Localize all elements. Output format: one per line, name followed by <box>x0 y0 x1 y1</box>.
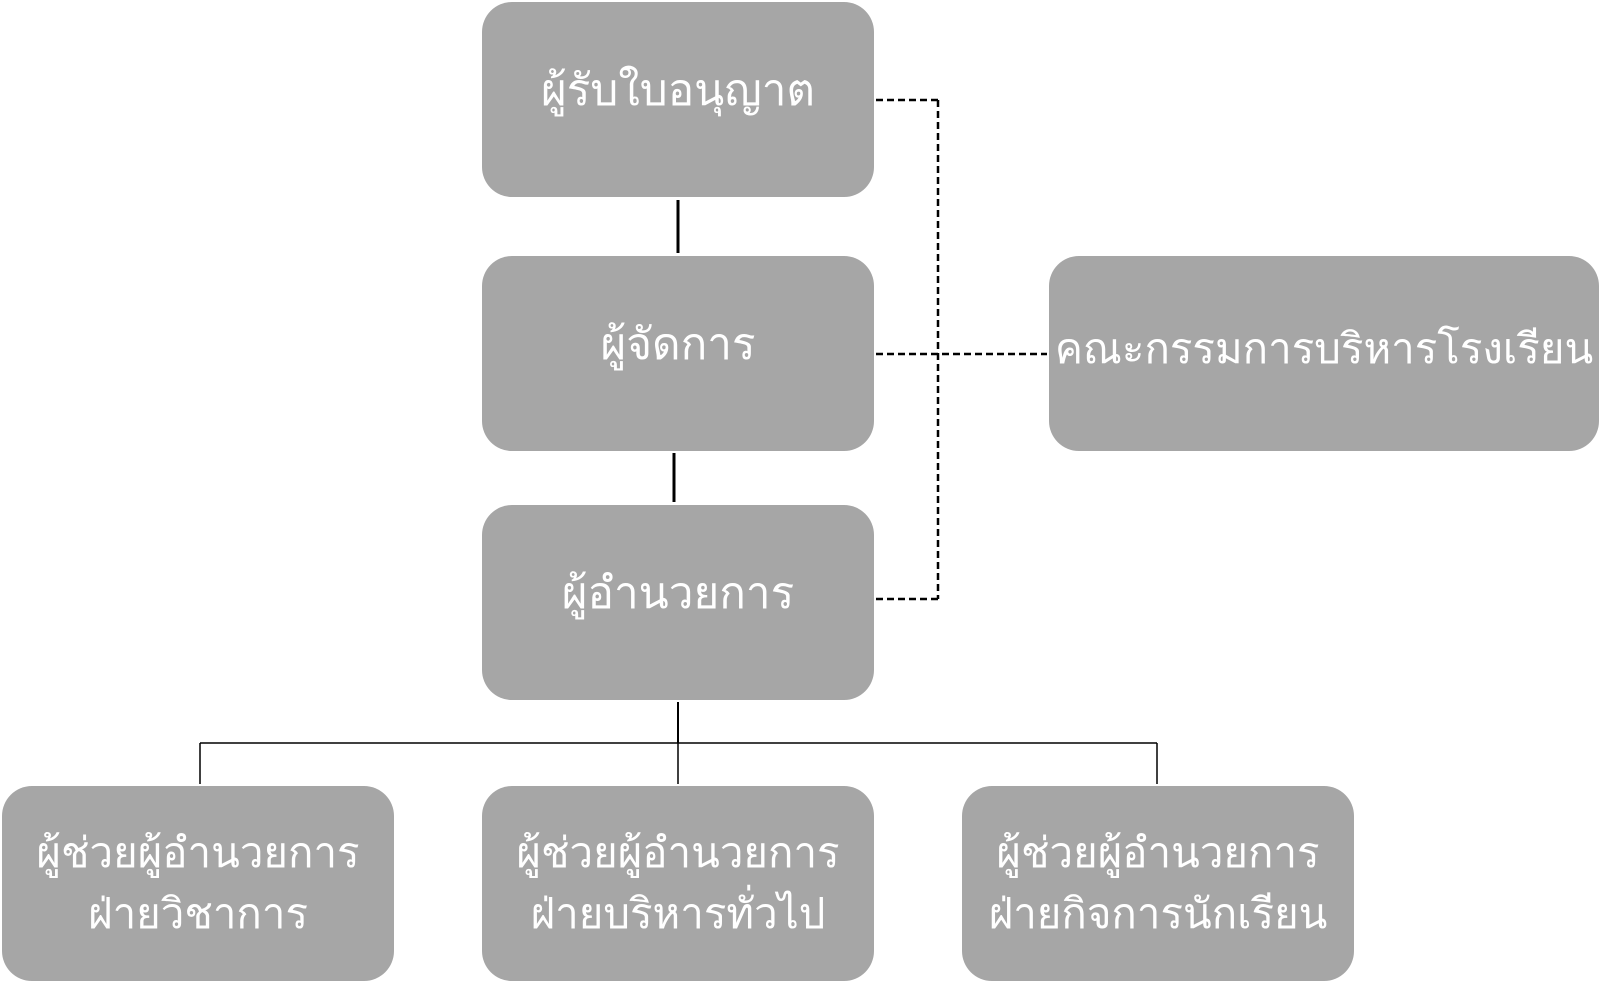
dashed-board-connectors <box>876 98 1047 601</box>
licensee-label: ผู้รับใบอนุญาต <box>540 64 816 116</box>
school-board-label: คณะกรรมการบริหารโรงเรียน <box>1054 324 1594 374</box>
assistant-student-label: ผู้ช่วยผู้อำนวยการ ฝ่ายกิจการนักเรียน <box>989 823 1328 945</box>
manager-label: ผู้จัดการ <box>600 318 756 370</box>
school-board-box: คณะกรรมการบริหารโรงเรียน <box>1049 256 1599 451</box>
manager-box: ผู้จัดการ <box>482 256 874 451</box>
assistant-general-box: ผู้ช่วยผู้อำนวยการ ฝ่ายบริหารทั่วไป <box>482 786 874 981</box>
assistant-student-box: ผู้ช่วยผู้อำนวยการ ฝ่ายกิจการนักเรียน <box>962 786 1354 981</box>
assistant-academic-line2: ฝ่ายวิชาการ <box>87 888 309 938</box>
assistant-general-label: ผู้ช่วยผู้อำนวยการ ฝ่ายบริหารทั่วไป <box>516 823 839 945</box>
assistant-general-line1: ผู้ช่วยผู้อำนวยการ <box>516 827 840 877</box>
assistant-student-line1: ผู้ช่วยผู้อำนวยการ <box>996 827 1320 877</box>
assistant-student-line2: ฝ่ายกิจการนักเรียน <box>988 888 1328 938</box>
assistant-academic-box: ผู้ช่วยผู้อำนวยการ ฝ่ายวิชาการ <box>2 786 394 981</box>
assistant-academic-label: ผู้ช่วยผู้อำนวยการ ฝ่ายวิชาการ <box>36 823 359 945</box>
assistant-academic-line1: ผู้ช่วยผู้อำนวยการ <box>36 827 360 877</box>
assistant-general-line2: ฝ่ายบริหารทั่วไป <box>530 888 826 938</box>
director-label: ผู้อำนวยการ <box>561 567 795 619</box>
licensee-box: ผู้รับใบอนุญาต <box>482 2 874 197</box>
director-box: ผู้อำนวยการ <box>482 505 874 700</box>
